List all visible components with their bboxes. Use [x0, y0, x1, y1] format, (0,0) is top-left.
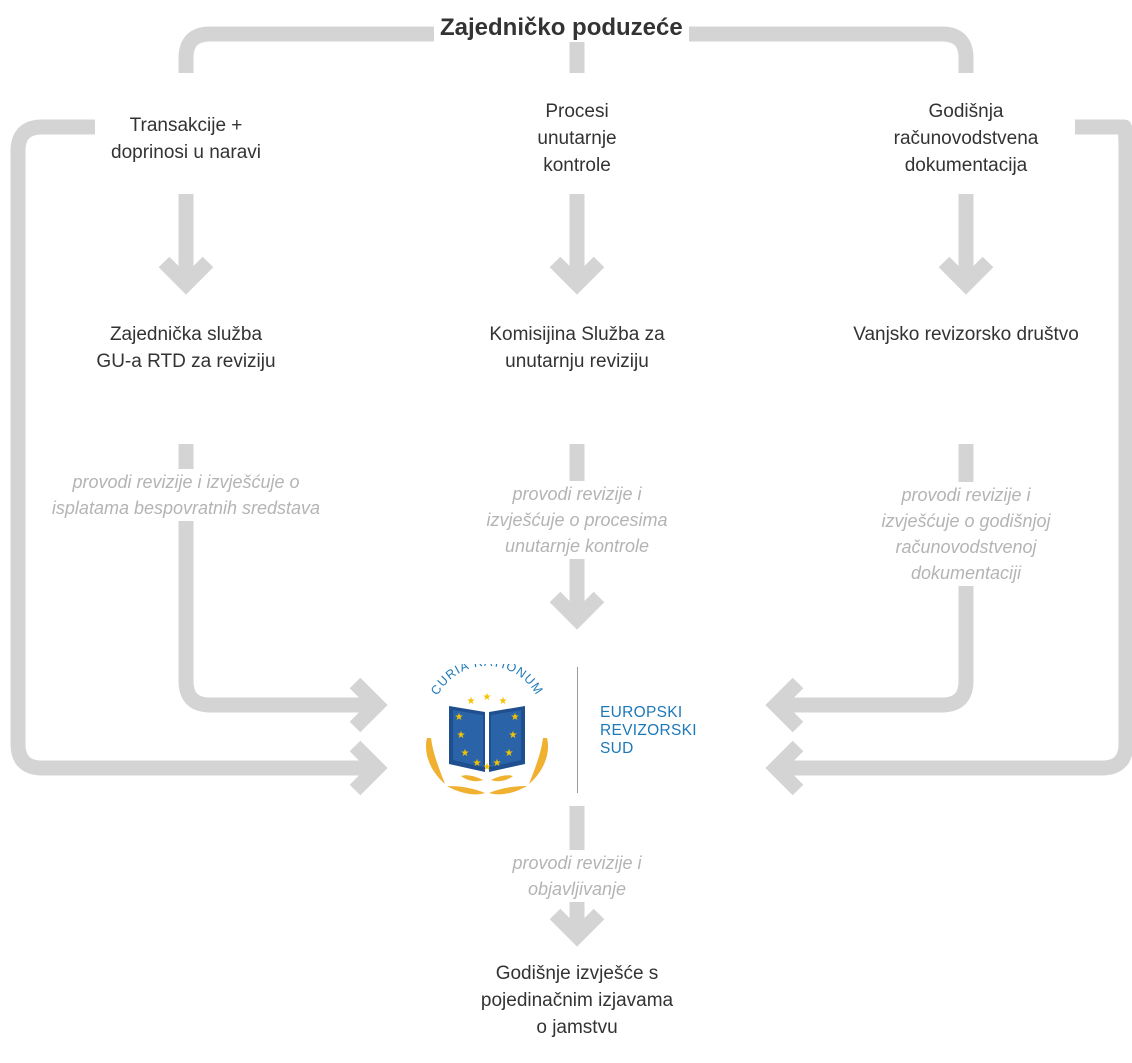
left-source-arrowhead: [158, 256, 214, 295]
laurel-wreath-icon: [425, 738, 549, 795]
right-auditor-path: [778, 444, 974, 713]
svg-text:★: ★: [505, 748, 514, 759]
source-node-internal-control: Procesi unutarnje kontrole: [537, 101, 617, 176]
action-text-grant-payments: provodi revizije i izvješćuje o isplatam…: [41, 469, 331, 521]
right-auditor-arrowhead: [765, 677, 804, 733]
auditor-node-external-audit-firm: Vanjsko revizorsko društvo: [853, 324, 1079, 345]
auditor-node-internal-audit-service: Komisijina Služba za unutarnju reviziju: [489, 324, 665, 372]
diagram-title: Zajedničko poduzeće: [434, 14, 689, 42]
svg-text:★: ★: [457, 730, 466, 741]
svg-text:★: ★: [473, 758, 482, 769]
outer-right-loop: [778, 119, 1132, 776]
outer-left-arrowhead: [349, 740, 388, 796]
open-book-icon: [449, 706, 525, 772]
center-source-arrowhead: [549, 256, 605, 295]
right-source-arrowhead: [938, 256, 994, 295]
eu-stars-icon: ★ ★ ★ ★ ★ ★ ★ ★ ★ ★ ★ ★: [455, 692, 520, 773]
svg-text:★: ★: [499, 696, 508, 707]
center-auditor-arrowhead: [549, 591, 605, 630]
eca-name: EUROPSKI REVIZORSKI SUD: [600, 704, 697, 757]
outer-left-loop: [10, 119, 375, 776]
svg-text:★: ★: [455, 712, 464, 723]
svg-text:★: ★: [461, 748, 470, 759]
outer-right-arrowhead: [765, 740, 804, 796]
eca-divider: [577, 667, 578, 793]
svg-text:★: ★: [509, 730, 518, 741]
action-text-annual-accounts: provodi revizije i izvješćuje o godišnjo…: [856, 482, 1076, 586]
eca-output-arrowhead: [549, 908, 605, 947]
left-auditor-path: [178, 444, 375, 713]
output-node-annual-report: Godišnje izvješće s pojedinačnim izjavam…: [480, 963, 674, 1038]
source-node-annual-accounts: Godišnja računovodstvena dokumentacija: [893, 101, 1039, 176]
left-auditor-arrowhead: [349, 677, 388, 733]
svg-text:★: ★: [493, 758, 502, 769]
eca-seal-logo: CURIA RATIONUM ★ ★ ★ ★ ★ ★ ★ ★: [425, 664, 549, 795]
svg-text:★: ★: [467, 696, 476, 707]
action-text-internal-control: provodi revizije i izvješćuje o procesim…: [467, 481, 687, 559]
auditor-node-rtd-audit-service: Zajednička služba GU-a RTD za reviziju: [96, 324, 276, 372]
source-node-transactions: Transakcije + doprinosi u naravi: [111, 115, 261, 163]
svg-text:★: ★: [483, 762, 492, 773]
svg-text:★: ★: [483, 692, 492, 703]
action-text-eca-publishing: provodi revizije i objavljivanje: [477, 850, 677, 902]
svg-text:★: ★: [511, 712, 520, 723]
